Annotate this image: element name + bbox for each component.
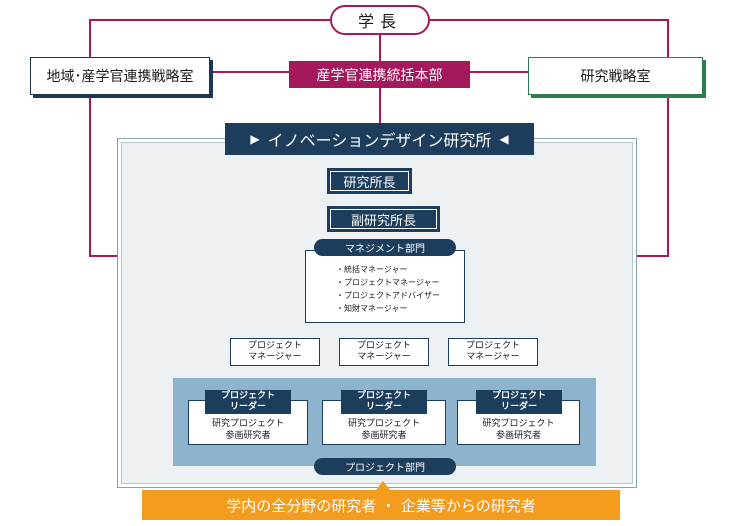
industry-academia-hq-box: 産学官連携統括本部 xyxy=(289,61,470,88)
project-department-header: プロジェクト部門 xyxy=(314,458,456,475)
project-researchers-text: 研究プロジェクト 参画研究者 xyxy=(347,419,420,441)
management-item: 知財マネージャー xyxy=(336,302,461,315)
regional-office-label: 地域･産学官連携戦略室 xyxy=(46,69,194,85)
director-label: 研究所長 xyxy=(343,175,396,191)
project-manager-box: プロジェクト マネージャー xyxy=(448,338,538,366)
right-triangle-icon: ▶ xyxy=(250,132,260,146)
left-triangle-icon: ◀ xyxy=(499,132,509,146)
regional-strategy-office-box: 地域･産学官連携戦略室 xyxy=(30,57,210,95)
project-manager-box: プロジェクト マネージャー xyxy=(339,338,429,366)
director-box: 研究所長 xyxy=(327,168,412,194)
project-researchers-text: 研究プロジェクト 参画研究者 xyxy=(482,419,555,441)
project-leader-tag: プロジェクト リーダー xyxy=(476,390,562,414)
institute-title: イノベーションデザイン研究所 xyxy=(267,131,492,150)
vice-director-label: 副研究所長 xyxy=(350,213,416,229)
vice-director-box: 副研究所長 xyxy=(327,206,440,232)
president-line-left xyxy=(89,19,330,57)
management-list: 統括マネージャー プロジェクトマネージャー プロジェクトアドバイザー 知財マネー… xyxy=(336,263,461,315)
project-manager-box: プロジェクト マネージャー xyxy=(230,338,320,366)
management-header-label: マネジメント部門 xyxy=(345,244,425,255)
up-arrow-icon xyxy=(376,481,390,490)
institute-title-bar: ▶ イノベーションデザイン研究所 ◀ xyxy=(225,123,534,155)
strategy-office-label: 研究戦略室 xyxy=(580,69,651,85)
president-label: 学長 xyxy=(357,12,402,31)
management-item: プロジェクトマネージャー xyxy=(336,276,461,289)
project-researchers-text: 研究プロジェクト 参画研究者 xyxy=(211,419,284,441)
researchers-banner: 学内の全分野の研究者 ・ 企業等からの研究者 xyxy=(142,490,620,520)
research-strategy-office-box: 研究戦略室 xyxy=(528,57,703,95)
president-box: 学長 xyxy=(330,5,430,35)
hq-label: 産学官連携統括本部 xyxy=(316,67,443,84)
management-item: 統括マネージャー xyxy=(336,263,461,276)
management-item: プロジェクトアドバイザー xyxy=(336,289,461,302)
president-line-right xyxy=(430,19,669,57)
project-department-label: プロジェクト部門 xyxy=(345,463,425,474)
project-leader-tag: プロジェクト リーダー xyxy=(205,390,291,414)
researchers-banner-label: 学内の全分野の研究者 ・ 企業等からの研究者 xyxy=(226,496,536,515)
management-header: マネジメント部門 xyxy=(314,239,456,256)
project-leader-tag: プロジェクト リーダー xyxy=(341,390,427,414)
